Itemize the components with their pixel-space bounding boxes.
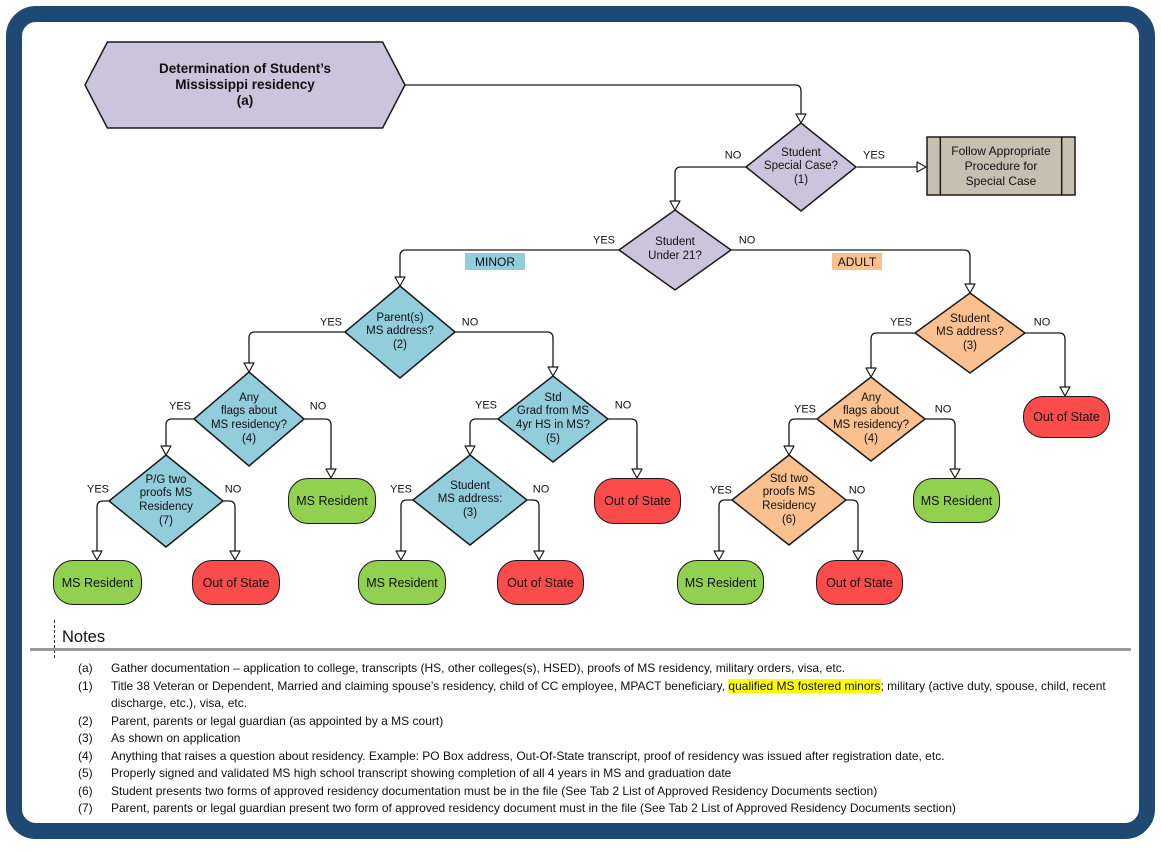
- connector-flags-minor-yes: [165, 418, 194, 446]
- edge-label-no-special: NO: [722, 149, 744, 162]
- decision-std-grad-ms-hs: Std Grad from MS 4yr HS in MS? (5): [498, 376, 608, 462]
- connector-stdgrad-no: [608, 418, 638, 469]
- notes-divider-dashed: [54, 620, 55, 658]
- notes-list: (a) Gather documentation – application t…: [78, 660, 1140, 818]
- terminal-ms-resident-stdtwo-yes: MS Resident: [677, 560, 764, 605]
- connector-stdgrad-yes: [469, 418, 498, 446]
- edge-label-yes-adultaddr: YES: [887, 316, 915, 329]
- note-6: (6) Student presents two forms of approv…: [78, 783, 878, 798]
- connector-flags-adult-no: [925, 418, 956, 469]
- note-5: (5) Properly signed and validated MS hig…: [78, 766, 732, 780]
- connector-start-to-special: [405, 84, 802, 114]
- connector-stdtwo-yes: [718, 499, 732, 551]
- decision-flags-minor: Any flags about MS residency? (4): [194, 372, 304, 466]
- decision-parents-ms-address: Parent(s) MS address? (2): [345, 286, 455, 378]
- decision-student-ms-address-minor: Student MS address: (3): [413, 455, 527, 545]
- terminal-out-of-state-adultaddr-no: Out of State: [1023, 396, 1110, 438]
- edge-label-no-stdgrad: NO: [612, 399, 634, 412]
- edge-label-yes-under21: YES: [590, 234, 618, 247]
- terminal-out-of-state-pg-no: Out of State: [192, 560, 280, 605]
- edge-label-yes-pg: YES: [84, 483, 112, 496]
- terminal-out-of-state-stuaddr-minor-no: Out of State: [497, 560, 584, 605]
- connector-stdtwo-no: [846, 499, 859, 551]
- note-3: (3) As shown on application: [78, 731, 241, 745]
- edge-label-yes-flags-minor: YES: [166, 400, 194, 413]
- terminal-out-of-state-stdgrad-no: Out of State: [594, 478, 681, 524]
- edge-label-no-flags-minor: NO: [307, 400, 329, 413]
- edge-label-no-stuaddr-minor: NO: [530, 483, 552, 496]
- connector-flags-minor-no: [304, 418, 332, 469]
- terminal-out-of-state-stdtwo-no: Out of State: [816, 560, 903, 605]
- connector-under21-yes: [399, 249, 619, 277]
- terminal-ms-resident-pg-yes: MS Resident: [53, 560, 142, 605]
- process-follow-special-case: Follow Appropriate Procedure for Special…: [927, 137, 1075, 195]
- notes-heading: Notes: [62, 628, 106, 646]
- edge-label-yes-stdtwo: YES: [707, 484, 735, 497]
- edge-label-yes-stdgrad: YES: [472, 399, 500, 412]
- connector-adultaddr-no: [1025, 332, 1066, 387]
- terminal-ms-resident-flags-minor-no: MS Resident: [288, 478, 376, 524]
- connector-parents-yes: [248, 331, 345, 363]
- edge-label-yes-parents: YES: [317, 316, 345, 329]
- edge-label-no-stdtwo: NO: [846, 484, 868, 497]
- badge-adult: ADULT: [832, 253, 882, 270]
- connector-stuaddr-minor-yes: [400, 499, 413, 551]
- edge-label-no-pg: NO: [222, 483, 244, 496]
- edge-label-yes-stuaddr-minor: YES: [387, 483, 415, 496]
- decision-std-two-proofs: Std two proofs MS Residency (6): [732, 455, 846, 545]
- decision-flags-adult: Any flags about MS residency? (4): [817, 377, 925, 461]
- connector-parents-no: [455, 331, 554, 367]
- connector-special-no: [674, 166, 746, 201]
- edge-label-no-adultaddr: NO: [1031, 316, 1053, 329]
- note-2: (2) Parent, parents or legal guardian (a…: [78, 713, 444, 728]
- note-7: (7) Parent, parents or legal guardian pr…: [78, 801, 956, 815]
- connector-pg-no: [223, 500, 236, 551]
- edge-label-no-flags-adult: NO: [932, 403, 954, 416]
- note-1-highlight: qualified MS fostered minors: [728, 678, 881, 693]
- connector-under21-no: [731, 249, 971, 284]
- decision-pg-two-proofs: P/G two proofs MS Residency (7): [109, 455, 223, 547]
- note-4: (4) Anything that raises a question abou…: [78, 748, 945, 763]
- notes-rule: [30, 648, 1131, 651]
- note-1: (1) Title 38 Veteran or Dependent, Marri…: [78, 678, 1106, 710]
- edge-label-no-under21: NO: [736, 234, 758, 247]
- terminal-ms-resident-stuaddr-minor-yes: MS Resident: [358, 560, 446, 605]
- decision-student-ms-address-adult: Student MS address? (3): [915, 293, 1025, 373]
- edge-label-no-parents: NO: [459, 316, 481, 329]
- connector-stuaddr-minor-no: [527, 499, 540, 551]
- start-node-label: Determination of Student’s Mississippi r…: [158, 61, 331, 108]
- connector-flags-adult-yes: [788, 418, 817, 446]
- connector-adultaddr-yes: [870, 332, 915, 368]
- terminal-ms-resident-flags-adult-no: MS Resident: [913, 478, 1000, 523]
- note-a: (a) Gather documentation – application t…: [78, 661, 846, 675]
- edge-label-yes-special: YES: [860, 149, 888, 162]
- start-node-determination: Determination of Student’s Mississippi r…: [85, 42, 405, 128]
- badge-minor: MINOR: [465, 253, 525, 270]
- decision-student-under-21: Student Under 21?: [619, 210, 731, 290]
- connector-pg-yes: [96, 500, 109, 551]
- decision-student-special-case: Student Special Case? (1): [746, 123, 856, 211]
- edge-label-yes-flags-adult: YES: [791, 403, 819, 416]
